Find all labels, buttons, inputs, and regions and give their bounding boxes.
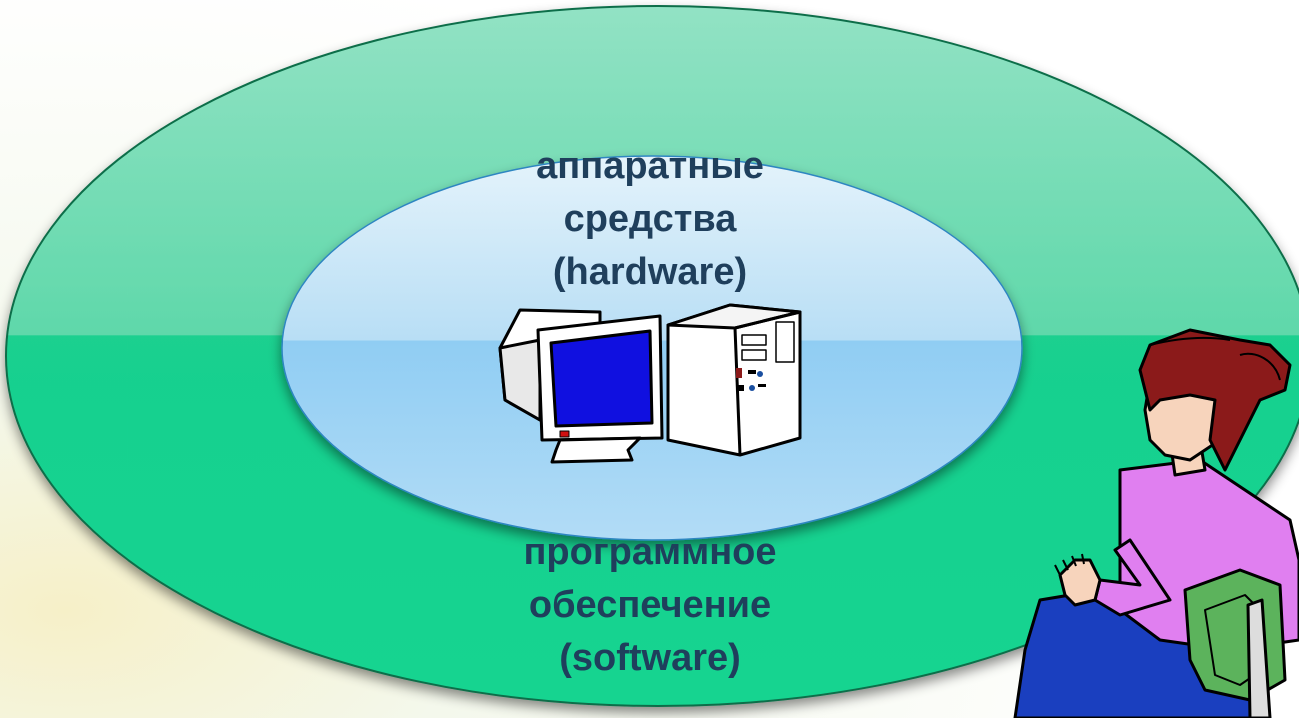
software-label-line1: программное bbox=[523, 531, 777, 573]
software-label: программное обеспечение (software) bbox=[440, 526, 860, 685]
software-label-line3: (software) bbox=[559, 637, 741, 679]
software-label-line2: обеспечение bbox=[528, 584, 772, 626]
woman-at-computer-icon bbox=[1013, 328, 1299, 718]
hardware-label: аппаратные средства (hardware) bbox=[440, 140, 860, 299]
hardware-label-line2: средства bbox=[563, 198, 737, 240]
computer-icon bbox=[498, 303, 802, 464]
hardware-label-line3: (hardware) bbox=[552, 251, 748, 293]
hardware-label-line1: аппаратные bbox=[536, 145, 764, 187]
